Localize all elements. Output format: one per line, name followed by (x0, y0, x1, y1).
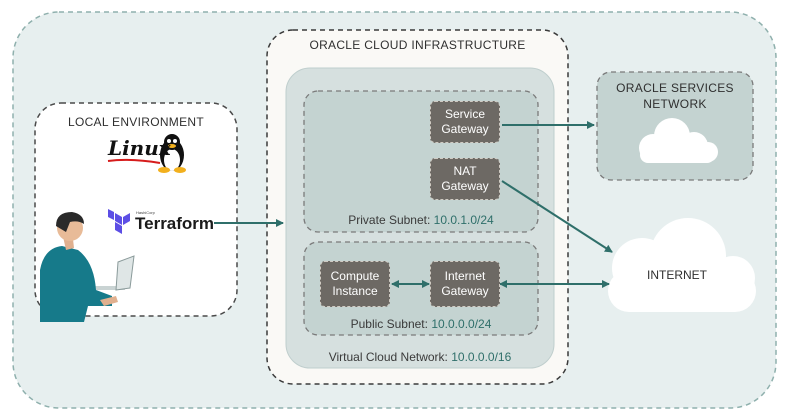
public-subnet-name: Public Subnet: (350, 317, 428, 331)
oracle-services-network-label: ORACLE SERVICES NETWORK (616, 81, 734, 111)
internet-cloud-icon (608, 218, 756, 312)
private-subnet-name: Private Subnet: (348, 213, 431, 227)
private-subnet-label: Private Subnet: 10.0.1.0/24 (304, 213, 538, 227)
nat-gateway-to-internet-arrow (501, 180, 613, 253)
terraform-logo-text: Terraform (135, 214, 215, 233)
local-environment-label: LOCAL ENVIRONMENT (67, 115, 204, 129)
linux-underline (107, 158, 161, 164)
vcn-name: Virtual Cloud Network: (328, 350, 448, 364)
internet-label: INTERNET (647, 268, 707, 282)
internet-gateway[interactable]: Internet Gateway (430, 261, 500, 307)
oci-label: ORACLE CLOUD INFRASTRUCTURE (309, 38, 526, 52)
terraform-logo-icon (108, 209, 130, 234)
compute-instance[interactable]: Compute Instance (320, 261, 390, 307)
private-subnet-cidr: 10.0.1.0/24 (433, 213, 494, 227)
public-subnet-cidr: 10.0.0.0/24 (431, 317, 492, 331)
nat-gateway[interactable]: NAT Gateway (430, 158, 500, 200)
private-subnet-box (303, 90, 539, 233)
public-subnet-label: Public Subnet: 10.0.0.0/24 (304, 317, 538, 331)
terraform-brand-text: HashiCorp (136, 210, 155, 215)
vcn-label: Virtual Cloud Network: 10.0.0.0/16 (286, 350, 554, 364)
compute-instance-label: Compute Instance (330, 269, 380, 298)
vcn-cidr: 10.0.0.0/16 (451, 350, 512, 364)
service-gateway[interactable]: Service Gateway (430, 101, 500, 143)
nat-gateway-label: NAT Gateway (441, 164, 489, 193)
internet-gateway-label: Internet Gateway (441, 269, 489, 298)
tux-icon (158, 134, 186, 173)
person-illustration (40, 212, 135, 322)
services-cloud-icon (639, 118, 718, 163)
linux-logo-text: Linux (108, 136, 171, 160)
service-gateway-label: Service Gateway (441, 107, 489, 136)
